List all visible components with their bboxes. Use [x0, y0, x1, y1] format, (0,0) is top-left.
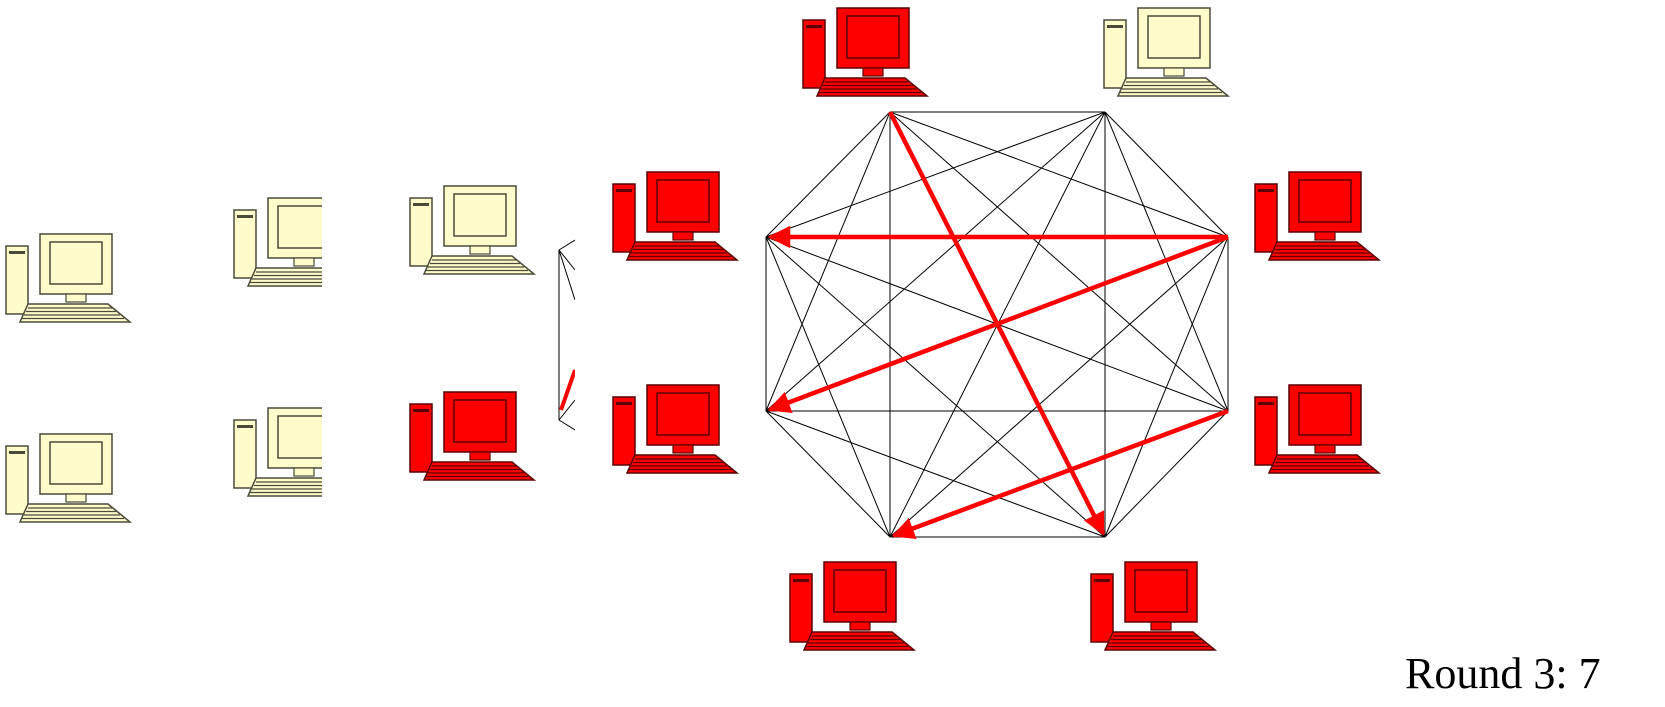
computer-n3: [1254, 384, 1382, 474]
edge-n4-n6: [765, 410, 1106, 538]
edge-n3-n4: [1104, 410, 1229, 538]
infection-arrows: [767, 110, 1229, 540]
computer-n4: [1090, 561, 1218, 651]
edge-n1-n7: [765, 111, 1106, 238]
stage-3-graph-fragment: [558, 239, 575, 431]
computer-n2: [1254, 171, 1382, 261]
edge-n4-n7: [765, 236, 1106, 538]
round-caption: Round 3: 7: [1405, 649, 1601, 698]
edge-n5-n6: [765, 410, 891, 538]
computers: [5, 7, 1382, 651]
stage-4: [612, 7, 1382, 651]
computer-n5: [789, 561, 917, 651]
computer-s2-c1: [233, 197, 322, 287]
edge-n1-n2: [1104, 111, 1229, 238]
edge-n2-n4: [1104, 236, 1229, 538]
infection-arrow-n3-n5: [891, 408, 1229, 540]
edge-n0-n2: [889, 111, 1229, 238]
computer-s2-c2: [233, 407, 322, 497]
computer-s1-c2: [5, 433, 133, 523]
edge-n0-n3: [889, 111, 1229, 412]
edge-n2-n5: [889, 236, 1229, 538]
computer-s1-c1: [5, 233, 133, 323]
computer-n1: [1103, 7, 1231, 97]
edge-n0-n6: [765, 111, 891, 412]
edge-n0-n7: [765, 111, 891, 238]
stage-2: [233, 197, 322, 497]
computer-n6: [612, 384, 740, 474]
edge-n1-n6: [765, 111, 1106, 412]
computer-n0: [802, 7, 930, 97]
stage-3: [409, 185, 537, 481]
stage-1: [5, 233, 133, 523]
computer-s3-c1: [409, 185, 537, 275]
computer-n7: [612, 171, 740, 261]
computer-s3-c2: [409, 391, 537, 481]
infection-arrow-n0-n4: [887, 110, 1106, 536]
